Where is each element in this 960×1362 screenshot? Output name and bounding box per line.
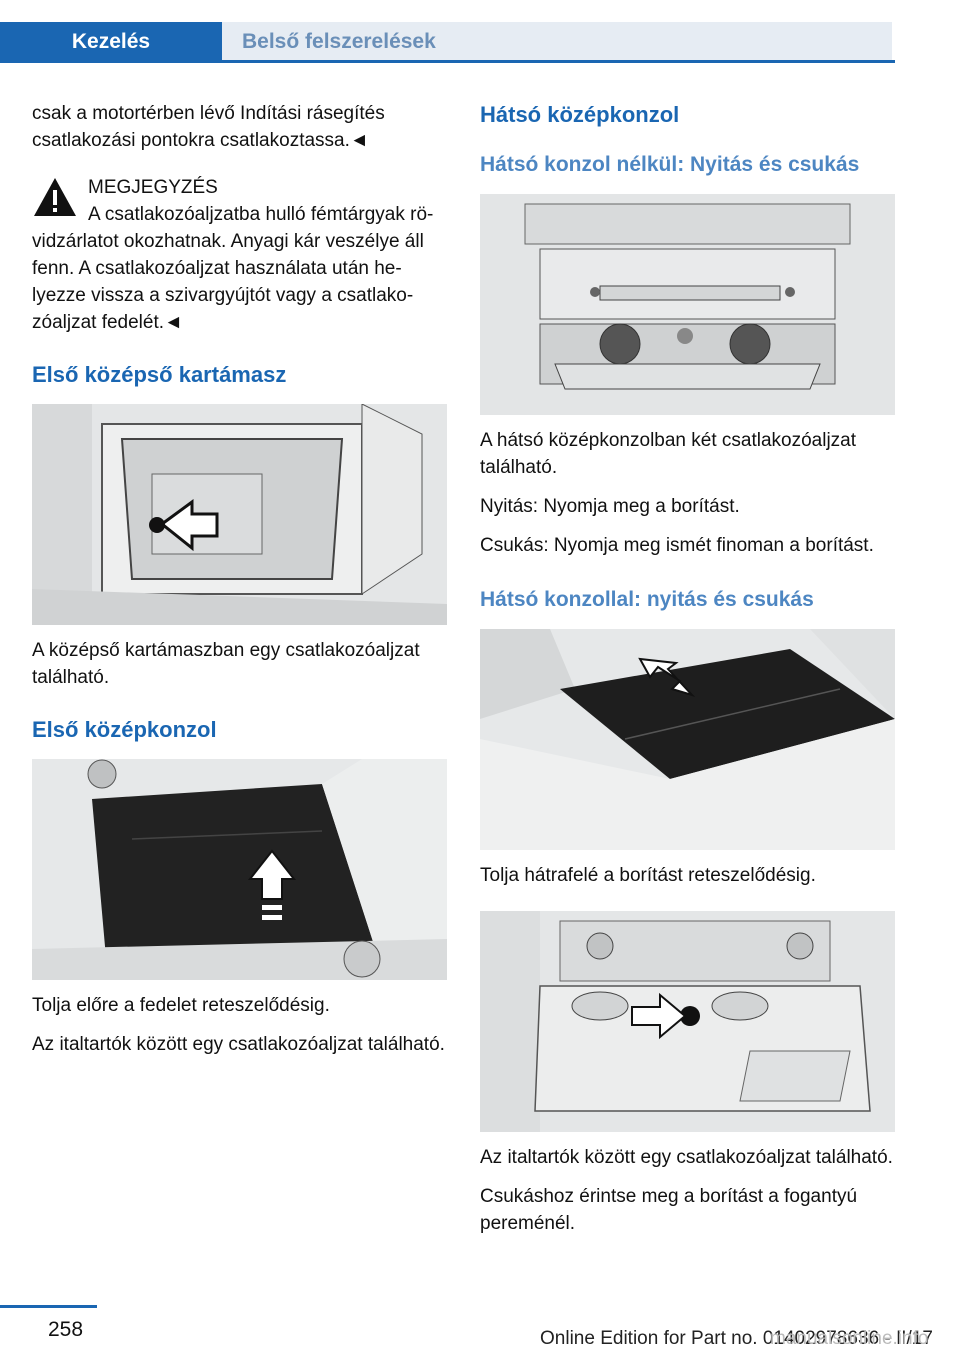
heading-with-rear-console: Hátsó konzollal: nyitás és csukás: [480, 588, 814, 611]
heading-first-armrest: Első középső kartámasz: [32, 362, 287, 387]
page-number: 258: [48, 1318, 84, 1341]
warning-box: MEGJEGYZÉS A csatlakozóaljzatba hulló fé…: [32, 174, 447, 336]
heading-rear-console: Hátsó középkonzol: [480, 102, 680, 127]
header-divider: [0, 60, 895, 63]
armrest-text: A középső kartámaszban egy csatlakozóalj…: [32, 640, 420, 688]
right-column: Hátsó középkonzol Hátsó konzol nélkül: N…: [480, 100, 895, 1237]
tab-kezeles[interactable]: Kezelés: [0, 22, 222, 62]
footer-divider: [0, 1305, 97, 1308]
tab-belso-felszerelesek[interactable]: Belső felszerelések: [222, 22, 892, 62]
arrow-icon: [631, 992, 687, 1040]
without-text-1: A hátsó középkonzolban két csatlakozóalj…: [480, 430, 857, 478]
with-text-3: Csukáshoz érintse meg a borítást a fogan…: [480, 1186, 858, 1234]
console-text-2: Az italtartók között egy csatlakozóaljza…: [32, 1034, 445, 1055]
without-text-2: Nyitás: Nyomja meg a borítást.: [480, 496, 740, 517]
intro-paragraph: csak a motortérben lévő Indítási rásegít…: [32, 103, 385, 151]
arrow-icon: [159, 499, 219, 552]
edition-text: Online Edition for Part no. 01402978636 …: [540, 1328, 933, 1349]
arrow-icon: [638, 657, 696, 698]
left-column: csak a motortérben lévő Indítási rásegít…: [32, 100, 447, 1058]
warning-text: A csatlakozóaljzatba hulló fémtárgyak rö…: [32, 204, 434, 333]
watermark: manualsonline.info: [770, 1328, 929, 1349]
page-header: Kezelés Belső felszerelések: [0, 0, 960, 63]
heading-without-rear-console: Hátsó konzol nélkül: Nyitás és csukás: [480, 153, 860, 176]
armrest-image: [32, 404, 447, 625]
rear-console-without-image: [480, 194, 895, 415]
rear-console-with-image: [480, 629, 895, 850]
warning-title: MEGJEGYZÉS: [88, 177, 218, 198]
without-text-3: Csukás: Nyomja meg ismét finoman a borít…: [480, 535, 874, 556]
front-console-image: [32, 759, 447, 980]
arrow-icon: [247, 849, 297, 900]
with-text-2: Az italtartók között egy csatlakozóaljza…: [480, 1147, 893, 1168]
console-text-1: Tolja előre a fedelet reteszelődésig.: [32, 995, 330, 1016]
warning-triangle-icon: [34, 178, 76, 216]
heading-first-console: Első középkonzol: [32, 717, 217, 742]
with-text-1: Tolja hátrafelé a borítást reteszelődési…: [480, 865, 816, 886]
rear-cupholder-image: [480, 911, 895, 1132]
